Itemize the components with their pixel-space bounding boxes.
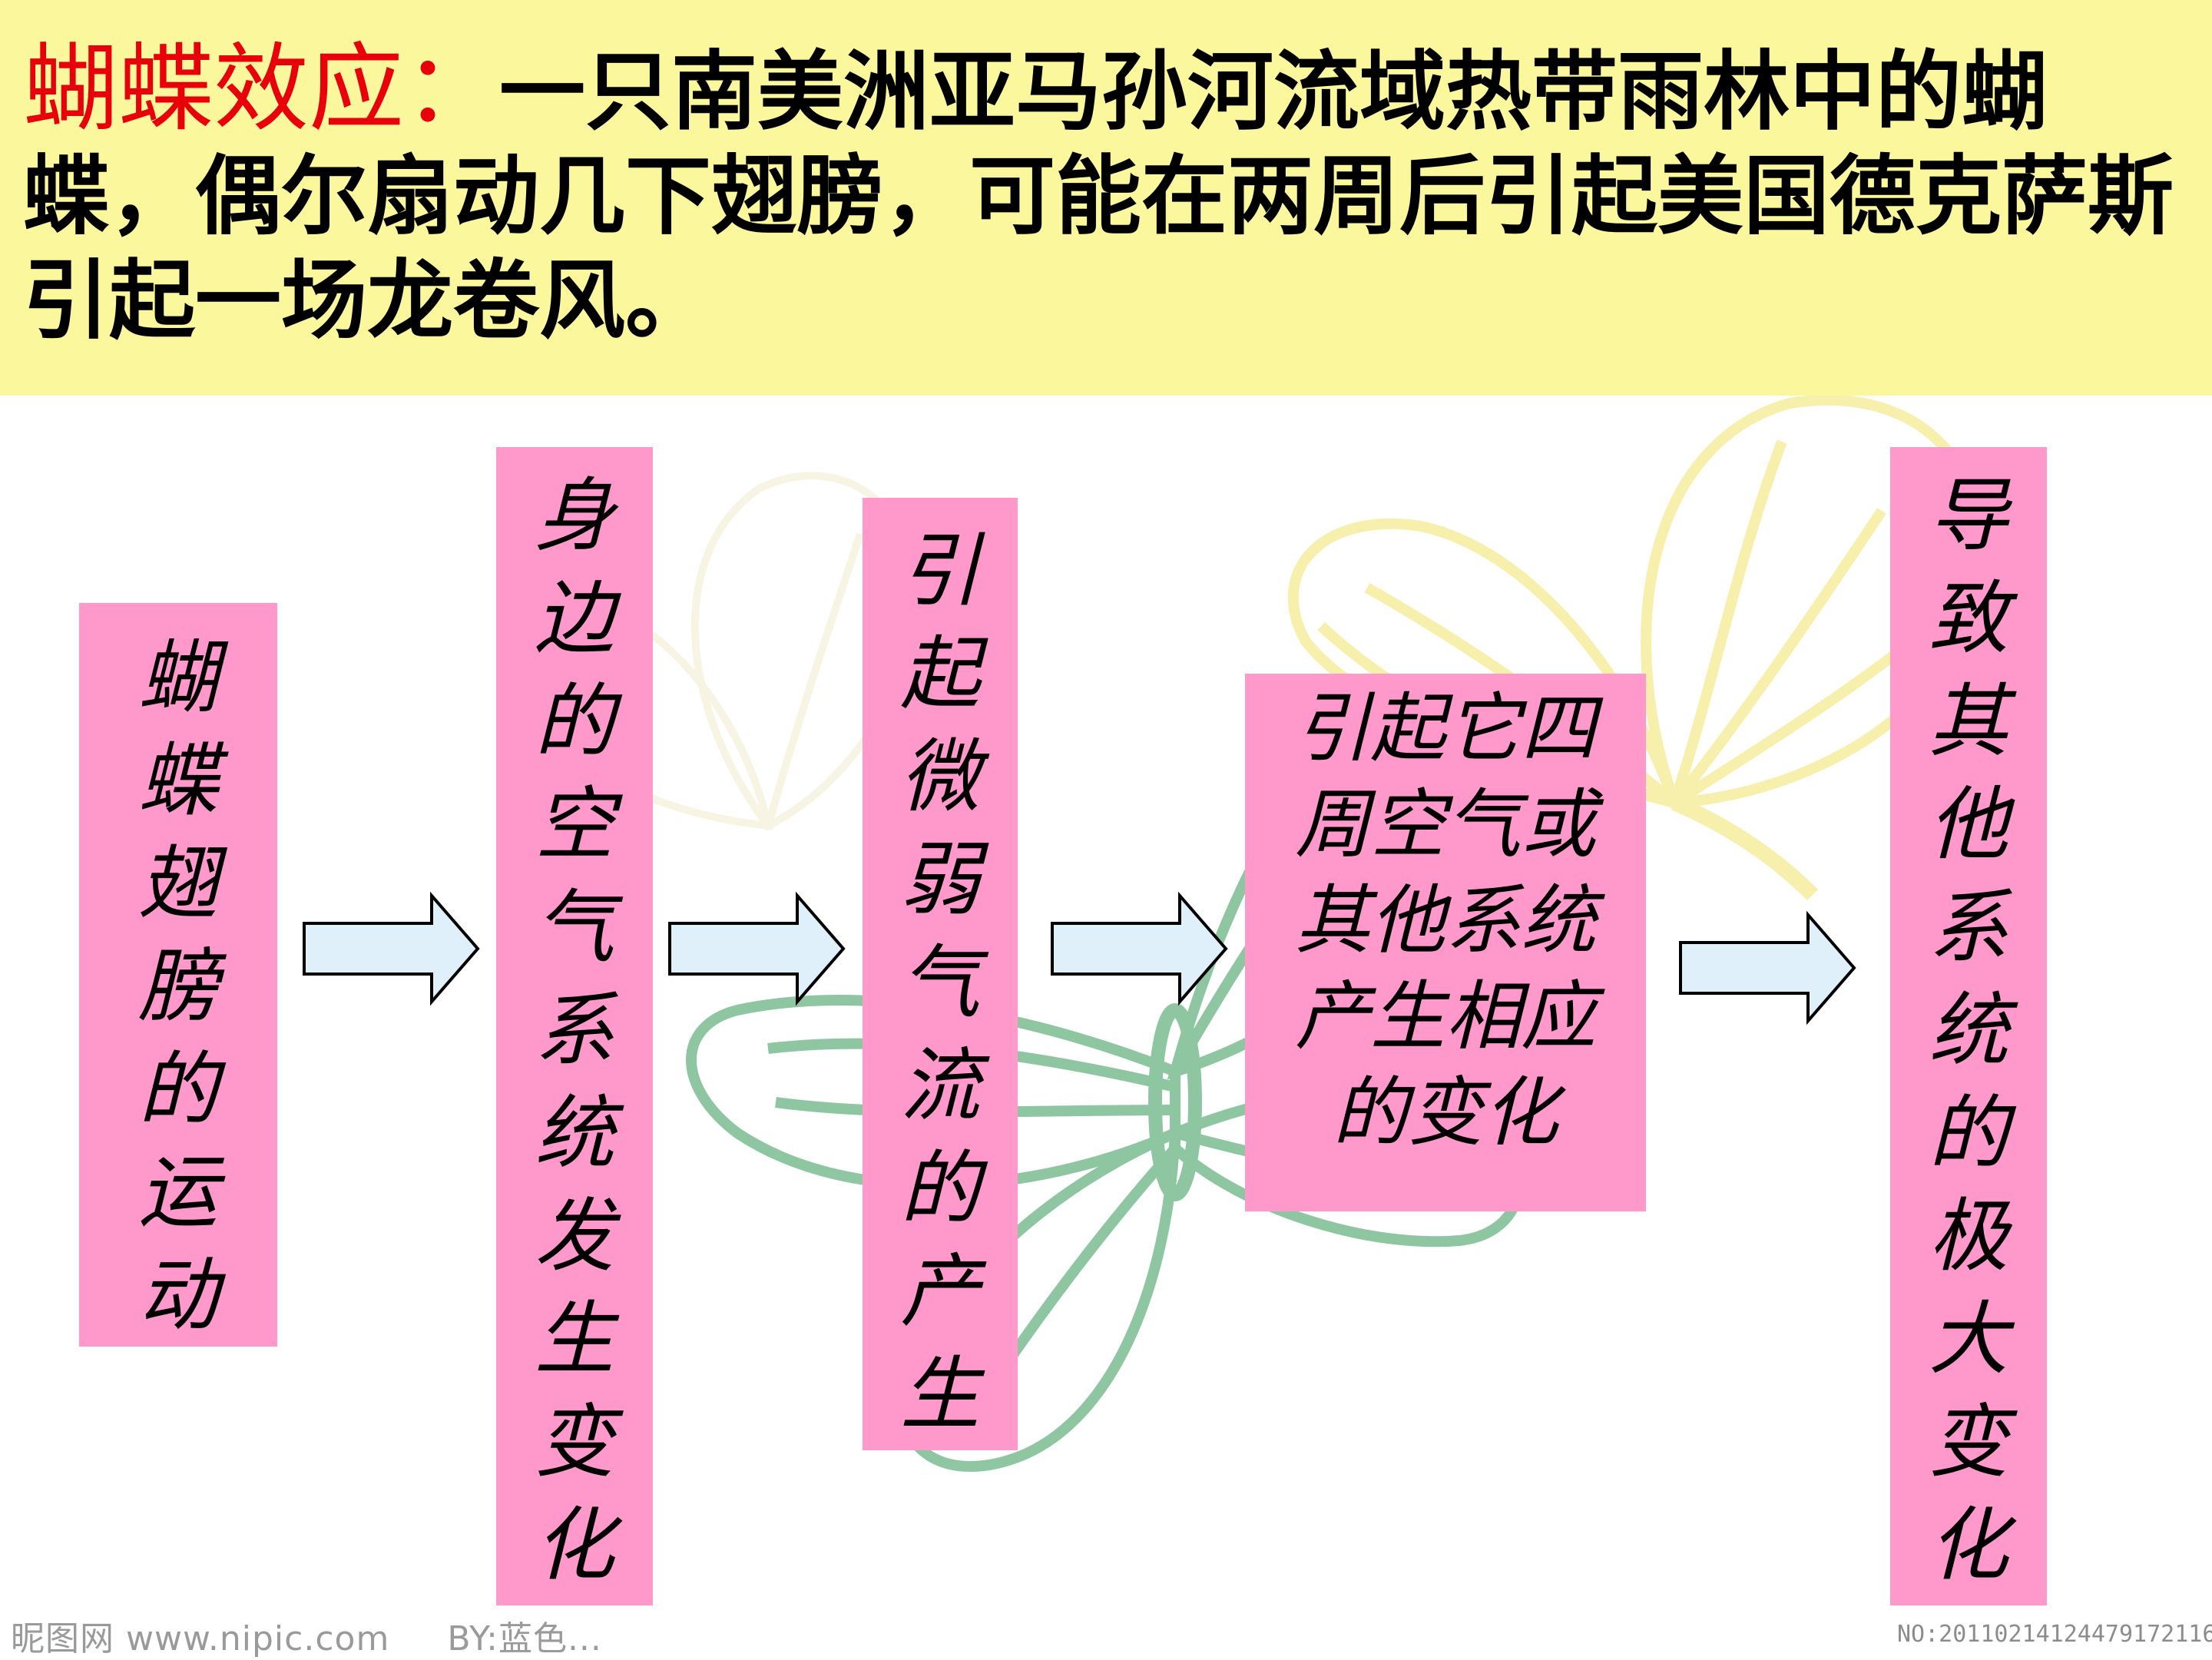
step-text: 身边的空气系统发生变化 — [534, 469, 614, 1592]
flow-arrow-1 — [303, 891, 480, 1006]
flow-arrow-2 — [668, 891, 846, 1006]
watermark-left: 昵图网 www.nipic.com BY:蓝色... — [11, 1611, 602, 1660]
butterfly-background — [525, 396, 1985, 1473]
step-box-large-change: 导致其他系统的极大变化 — [1890, 447, 2047, 1605]
term-label: 蝴蝶效应： — [23, 34, 500, 144]
title-banner: 蝴蝶效应：一只南美洲亚马孙河流域热带雨林中的蝴蝶，偶尔扇动几下翅膀，可能在两周后… — [0, 0, 2212, 396]
step-text: 导致其他系统的极大变化 — [1928, 469, 2008, 1592]
step-line: 的变化 — [1332, 1069, 1558, 1157]
definition-text: 一只南美洲亚马孙河流域热带雨林中的蝴蝶，偶尔扇动几下翅膀，可能在两周后引起美国德… — [23, 42, 2174, 351]
step-line: 引起它四 — [1294, 685, 1596, 773]
step-box-surrounding-change: 引起它四 周空气或 其他系统 产生相应 的变化 — [1245, 674, 1646, 1211]
step-text: 引起微弱气流的产生 — [899, 524, 980, 1441]
watermark-site: 昵图网 www.nipic.com — [11, 1619, 390, 1658]
step-line: 产生相应 — [1294, 973, 1596, 1061]
step-line: 其他系统 — [1294, 877, 1596, 965]
step-box-wing-movement: 蝴蝶翅膀的运动 — [79, 603, 277, 1347]
step-text: 蝴蝶翅膀的运动 — [137, 631, 218, 1342]
watermark-author: BY:蓝色... — [447, 1619, 602, 1658]
watermark-right: NO:20110214124479172116 — [1897, 1621, 2212, 1648]
step-box-weak-airflow: 引起微弱气流的产生 — [863, 498, 1018, 1450]
step-line: 周空气或 — [1294, 781, 1596, 869]
step-box-air-change: 身边的空气系统发生变化 — [496, 447, 653, 1605]
flow-arrow-3 — [1051, 891, 1228, 1006]
flow-arrow-4 — [1679, 910, 1856, 1025]
